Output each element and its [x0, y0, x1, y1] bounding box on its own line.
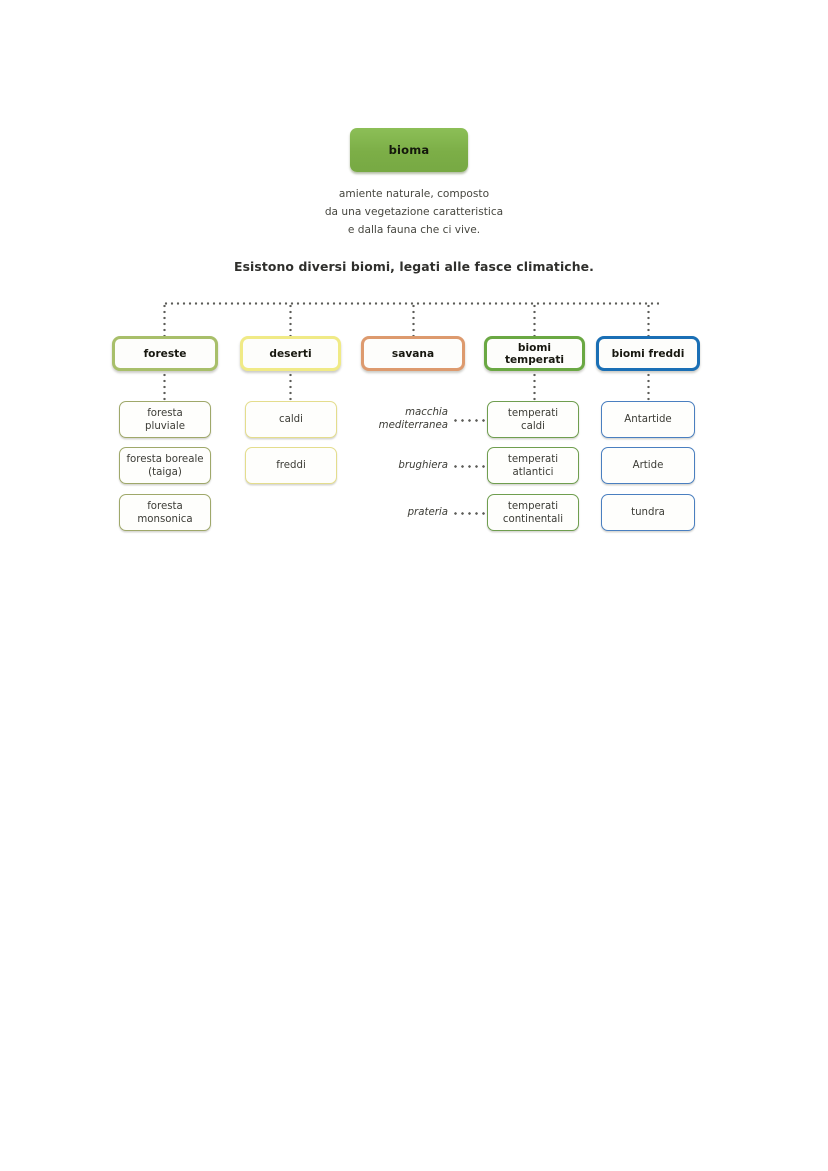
category-label-biomi-temperati-line-1: biomi	[517, 341, 552, 354]
leaf-box-tundra[interactable]: tundra	[601, 494, 695, 531]
leaf-label-foresta-boreale: foresta boreale (taiga)	[126, 453, 203, 479]
leaf-box-foresta-boreale[interactable]: foresta boreale (taiga)	[119, 447, 211, 484]
connector-drop-biomi-freddi-leaves	[647, 372, 650, 401]
category-box-biomi-freddi[interactable]: biomi freddi	[596, 336, 700, 371]
category-label-biomi-temperati: biomi temperati	[505, 342, 564, 366]
leaf-label-artide: Artide	[632, 460, 664, 471]
leaf-label-freddi: freddi	[276, 460, 306, 471]
category-label-deserti: deserti	[269, 347, 312, 360]
leaf-label-foresta-pluviale-line-1: foresta	[147, 407, 183, 419]
connector-link-brughiera	[452, 465, 485, 468]
connector-drop-deserti-leaves	[289, 372, 292, 401]
side-note-macchia-mediterranea-line-1: macchia	[405, 407, 448, 418]
leaf-label-caldi: caldi	[279, 414, 303, 425]
category-box-deserti[interactable]: deserti	[240, 336, 341, 371]
leaf-label-temperati-continentali-line-2: continentali	[502, 513, 564, 525]
root-node-bioma: bioma	[350, 128, 468, 172]
connector-horizontal-bus	[163, 302, 659, 305]
side-note-macchia-mediterranea: macchia mediterranea	[360, 406, 448, 432]
leaf-label-temperati-caldi: temperati caldi	[508, 407, 558, 433]
leaf-box-temperati-caldi[interactable]: temperati caldi	[487, 401, 579, 438]
side-note-brughiera-line-1: brughiera	[398, 460, 448, 471]
leaf-box-freddi[interactable]: freddi	[245, 447, 337, 484]
connector-link-macchia-mediterranea	[452, 419, 485, 422]
connector-drop-biomi-temperati	[533, 303, 536, 337]
connector-drop-savana	[412, 303, 415, 337]
category-label-biomi-temperati-line-2: temperati	[504, 353, 565, 366]
leaf-box-caldi[interactable]: caldi	[245, 401, 337, 438]
leaf-label-temperati-atlantici: temperati atlantici	[508, 453, 558, 479]
side-note-prateria: prateria	[360, 506, 448, 519]
category-box-savana[interactable]: savana	[361, 336, 465, 371]
leaf-label-foresta-boreale-line-1: foresta boreale	[126, 453, 204, 465]
leaf-box-antartide[interactable]: Antartide	[601, 401, 695, 438]
leaf-label-foresta-boreale-line-2: (taiga)	[148, 466, 182, 478]
tagline-text: Esistono diversi biomi, legati alle fasc…	[234, 259, 594, 274]
side-note-brughiera: brughiera	[360, 459, 448, 472]
side-note-macchia-mediterranea-line-2: mediterranea	[378, 420, 448, 431]
side-note-prateria-line-1: prateria	[407, 507, 448, 518]
leaf-label-foresta-pluviale: foresta pluviale	[145, 407, 185, 433]
leaf-label-temperati-atlantici-line-1: temperati	[507, 453, 559, 465]
leaf-box-temperati-continentali[interactable]: temperati continentali	[487, 494, 579, 531]
leaf-box-temperati-atlantici[interactable]: temperati atlantici	[487, 447, 579, 484]
leaf-label-foresta-monsonica: foresta monsonica	[137, 500, 192, 526]
connector-drop-biomi-temperati-leaves	[533, 372, 536, 401]
leaf-box-foresta-monsonica[interactable]: foresta monsonica	[119, 494, 211, 531]
leaf-label-antartide: Antartide	[624, 414, 672, 425]
connector-link-prateria	[452, 512, 485, 515]
category-box-foreste[interactable]: foreste	[112, 336, 218, 371]
category-label-foreste: foreste	[143, 347, 187, 360]
root-description-line-1: amiente naturale, composto	[338, 188, 490, 200]
connector-drop-deserti	[289, 303, 292, 337]
category-label-savana: savana	[391, 347, 435, 360]
root-description: amiente naturale, composto da una vegeta…	[284, 185, 544, 239]
root-description-line-3: e dalla fauna che ci vive.	[347, 224, 481, 236]
leaf-box-foresta-pluviale[interactable]: foresta pluviale	[119, 401, 211, 438]
leaf-label-foresta-monsonica-line-2: monsonica	[137, 513, 193, 525]
leaf-label-temperati-caldi-line-1: temperati	[507, 407, 559, 419]
leaf-label-foresta-pluviale-line-2: pluviale	[145, 420, 185, 432]
connector-drop-foreste-leaves	[163, 372, 166, 401]
connector-drop-foreste	[163, 303, 166, 337]
leaf-label-foresta-monsonica-line-1: foresta	[147, 500, 183, 512]
leaf-label-temperati-continentali: temperati continentali	[503, 500, 563, 526]
leaf-box-artide[interactable]: Artide	[601, 447, 695, 484]
leaf-label-temperati-caldi-line-2: caldi	[521, 420, 545, 432]
leaf-label-temperati-atlantici-line-2: atlantici	[512, 466, 554, 478]
leaf-label-temperati-continentali-line-1: temperati	[507, 500, 559, 512]
connector-drop-biomi-freddi	[647, 303, 650, 337]
leaf-label-tundra: tundra	[631, 507, 665, 518]
category-label-biomi-freddi: biomi freddi	[611, 347, 685, 360]
root-description-line-2: da una vegetazione caratteristica	[324, 206, 504, 218]
category-box-biomi-temperati[interactable]: biomi temperati	[484, 336, 585, 371]
root-node-label: bioma	[388, 143, 430, 157]
